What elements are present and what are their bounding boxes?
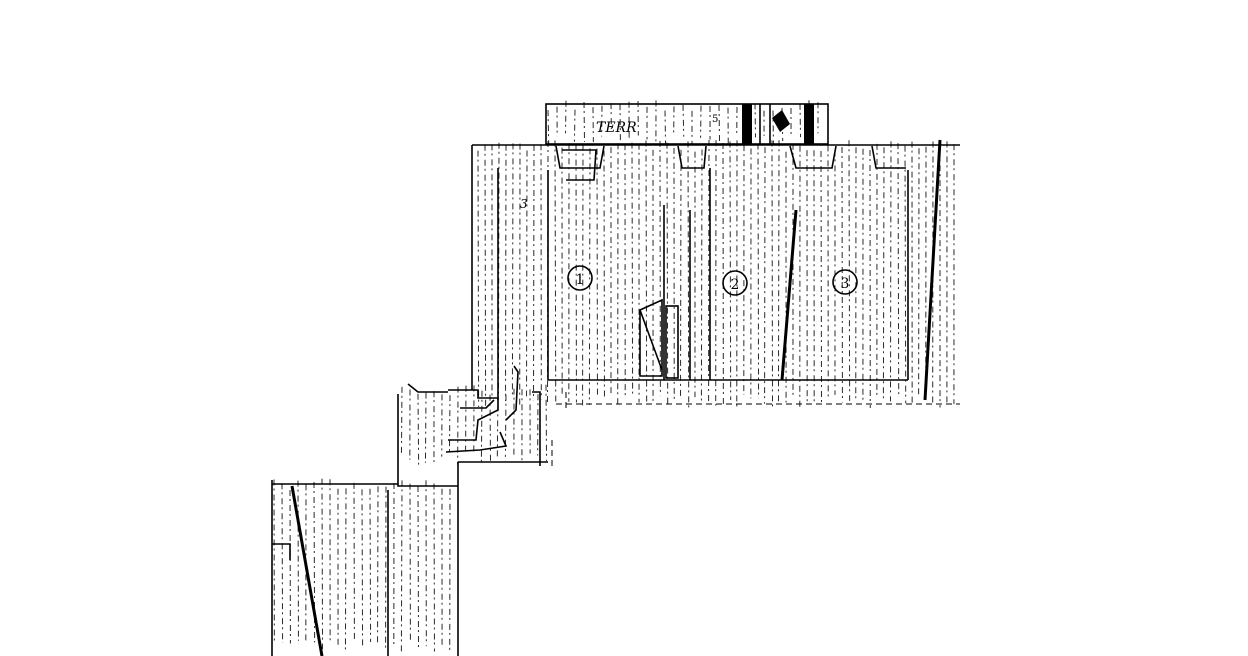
hatch-line: [687, 141, 690, 408]
hatch-line: [448, 395, 451, 455]
hatch-line: [504, 394, 507, 457]
hatching-connector: [400, 384, 548, 465]
room-1-marker: [567, 265, 593, 291]
room-3-label: 3: [841, 276, 850, 292]
hatch-line: [489, 394, 492, 463]
hatch-line: [645, 140, 648, 403]
hatch-line: [666, 142, 669, 407]
terrace-label: TERR: [596, 120, 637, 136]
hatch-line: [777, 140, 780, 405]
hatch-line: [799, 103, 802, 138]
lower-wing-outline: [271, 462, 459, 656]
hatch-line: [583, 102, 586, 142]
hatch-line: [820, 151, 823, 403]
hatch-line: [664, 110, 667, 145]
hatch-line: [631, 142, 634, 395]
terrace-annotation: 5: [712, 114, 718, 125]
terrace-outline: [545, 103, 829, 145]
hatch-line: [344, 488, 347, 651]
hatch-line: [700, 149, 703, 402]
hatch-line: [400, 386, 403, 454]
hatch-line: [554, 140, 557, 403]
hatch-line: [480, 390, 483, 465]
hatch-line: [757, 143, 760, 399]
connector-outline: [397, 365, 553, 487]
room-2-label: 2: [731, 277, 740, 293]
hatch-line: [281, 483, 284, 643]
hatch-line: [496, 390, 499, 458]
left-annotation: 3: [520, 197, 528, 211]
room-partitions: [639, 139, 942, 401]
hatch-line: [321, 478, 324, 650]
room-3-marker: [832, 269, 858, 295]
hatch-line: [417, 393, 420, 465]
room-1-label: 1: [576, 272, 585, 288]
hatch-line: [477, 150, 480, 408]
room-2-marker: [722, 270, 748, 296]
hatch-line: [729, 141, 732, 400]
hatch-line: [424, 392, 427, 463]
hatch-line: [682, 104, 685, 137]
hatch-line: [547, 110, 550, 144]
main-building-outline: [471, 144, 960, 408]
hatch-line: [889, 141, 892, 402]
hatch-line: [588, 148, 591, 405]
hatch-line: [718, 105, 721, 144]
hatch-line: [573, 109, 576, 142]
hatch-line: [511, 143, 514, 398]
hatch-line: [313, 482, 316, 643]
hatch-line: [361, 489, 364, 648]
hatching-lower-wing: [273, 478, 451, 652]
hatching-main-block: [477, 140, 955, 408]
hatch-line: [484, 144, 487, 407]
hatch-line: [545, 384, 548, 462]
hatch-line: [417, 485, 420, 651]
hatch-line: [897, 143, 900, 396]
hatch-line: [400, 480, 403, 652]
terrace-railing: [742, 104, 814, 144]
hatch-line: [882, 147, 885, 400]
hatch-line: [754, 103, 757, 138]
hatch-line: [369, 488, 372, 643]
hatch-line: [904, 145, 907, 404]
